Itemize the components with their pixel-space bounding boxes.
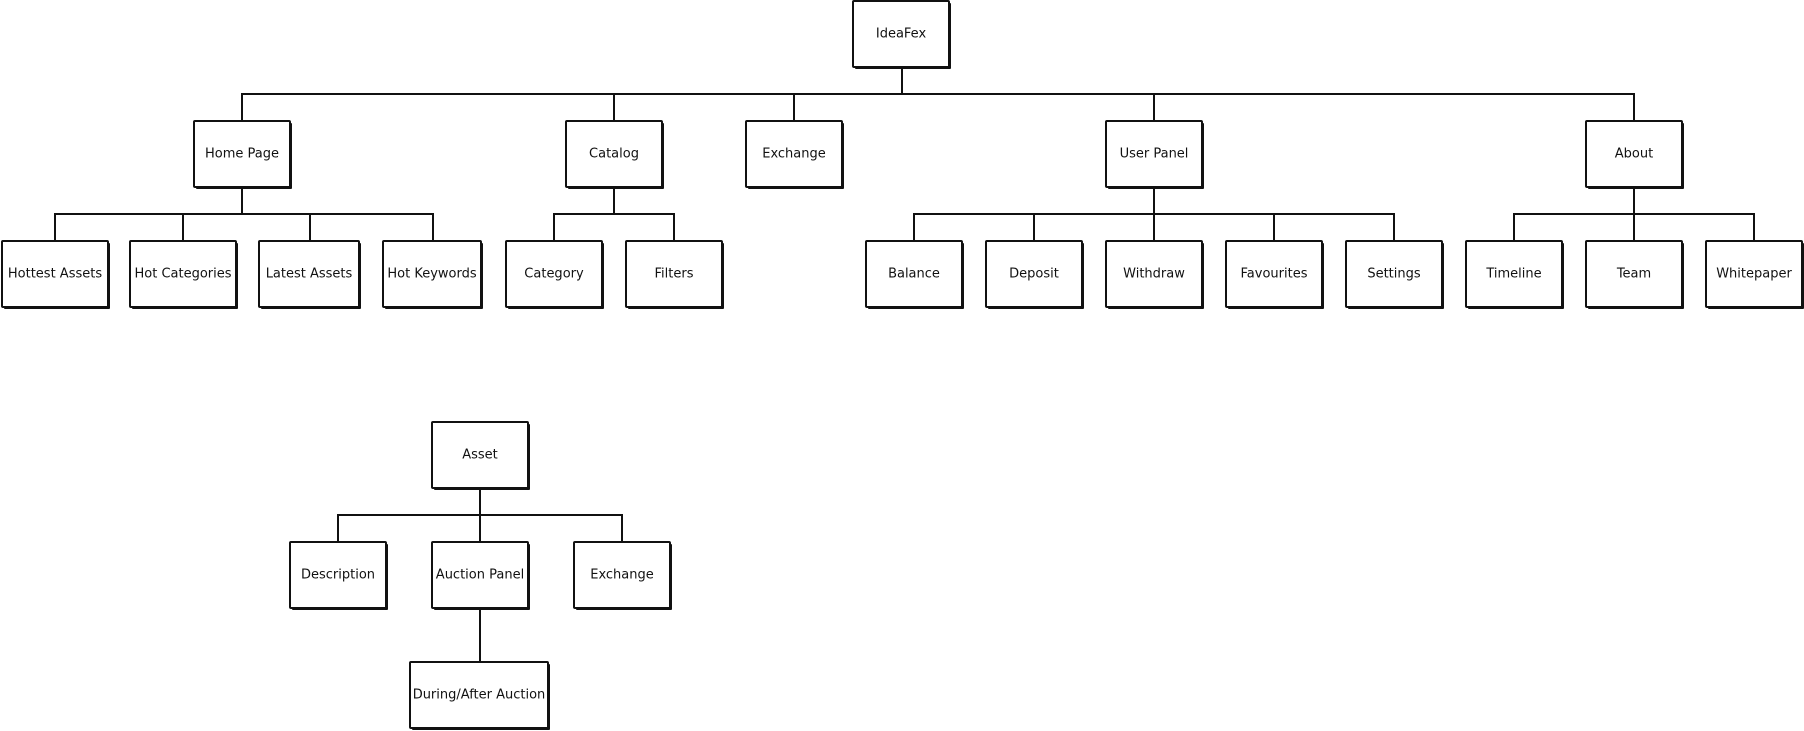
- node-withdraw-label: Withdraw: [1123, 267, 1185, 282]
- node-hottest-assets[interactable]: Hottest Assets: [1, 240, 110, 309]
- node-whitepaper-label: Whitepaper: [1716, 267, 1792, 282]
- node-during-after-auction-label: During/After Auction: [413, 688, 546, 703]
- node-team-label: Team: [1616, 267, 1651, 282]
- node-description[interactable]: Description: [289, 541, 388, 610]
- node-filters-label: Filters: [655, 267, 694, 282]
- node-root[interactable]: IdeaFex: [852, 0, 951, 69]
- node-asset-exchange-label: Exchange: [590, 568, 654, 583]
- node-home-page-label: Home Page: [205, 147, 279, 162]
- node-hot-keywords-label: Hot Keywords: [387, 267, 476, 282]
- node-catalog[interactable]: Catalog: [565, 120, 664, 189]
- node-category-label: Category: [524, 267, 584, 282]
- node-deposit[interactable]: Deposit: [985, 240, 1084, 309]
- node-hot-keywords[interactable]: Hot Keywords: [382, 240, 483, 309]
- node-asset-exchange[interactable]: Exchange: [573, 541, 672, 610]
- node-balance[interactable]: Balance: [865, 240, 964, 309]
- node-hottest-assets-label: Hottest Assets: [8, 267, 102, 282]
- node-hot-categories[interactable]: Hot Categories: [129, 240, 238, 309]
- node-timeline[interactable]: Timeline: [1465, 240, 1564, 309]
- node-latest-assets[interactable]: Latest Assets: [258, 240, 361, 309]
- node-latest-assets-label: Latest Assets: [266, 267, 353, 282]
- node-user-panel[interactable]: User Panel: [1105, 120, 1204, 189]
- node-user-panel-label: User Panel: [1120, 147, 1189, 162]
- node-category[interactable]: Category: [505, 240, 604, 309]
- site-tree-connectors: [54, 67, 1755, 241]
- node-root-label: IdeaFex: [876, 27, 927, 42]
- node-favourites[interactable]: Favourites: [1225, 240, 1324, 309]
- node-exchange[interactable]: Exchange: [745, 120, 844, 189]
- asset-tree-nodes: Asset Description Auction Panel Exchange…: [289, 421, 672, 730]
- node-deposit-label: Deposit: [1009, 267, 1059, 282]
- node-about[interactable]: About: [1585, 120, 1684, 189]
- node-description-label: Description: [301, 568, 375, 583]
- node-about-label: About: [1615, 147, 1653, 162]
- node-home-page[interactable]: Home Page: [193, 120, 292, 189]
- node-auction-panel-label: Auction Panel: [436, 568, 524, 583]
- site-tree-nodes: IdeaFex Home Page Catalog Exchange User …: [1, 0, 1804, 309]
- node-favourites-label: Favourites: [1241, 267, 1308, 282]
- asset-tree-connectors: [337, 488, 623, 662]
- node-auction-panel[interactable]: Auction Panel: [431, 541, 530, 610]
- node-asset[interactable]: Asset: [431, 421, 530, 490]
- node-whitepaper[interactable]: Whitepaper: [1705, 240, 1804, 309]
- node-settings-label: Settings: [1367, 267, 1421, 282]
- node-exchange-label: Exchange: [762, 147, 826, 162]
- node-balance-label: Balance: [888, 267, 940, 282]
- node-asset-label: Asset: [462, 448, 498, 463]
- node-catalog-label: Catalog: [589, 147, 639, 162]
- node-team[interactable]: Team: [1585, 240, 1684, 309]
- node-timeline-label: Timeline: [1485, 267, 1541, 282]
- node-during-after-auction[interactable]: During/After Auction: [409, 661, 550, 730]
- node-filters[interactable]: Filters: [625, 240, 724, 309]
- node-withdraw[interactable]: Withdraw: [1105, 240, 1204, 309]
- node-settings[interactable]: Settings: [1345, 240, 1444, 309]
- node-hot-categories-label: Hot Categories: [134, 267, 231, 282]
